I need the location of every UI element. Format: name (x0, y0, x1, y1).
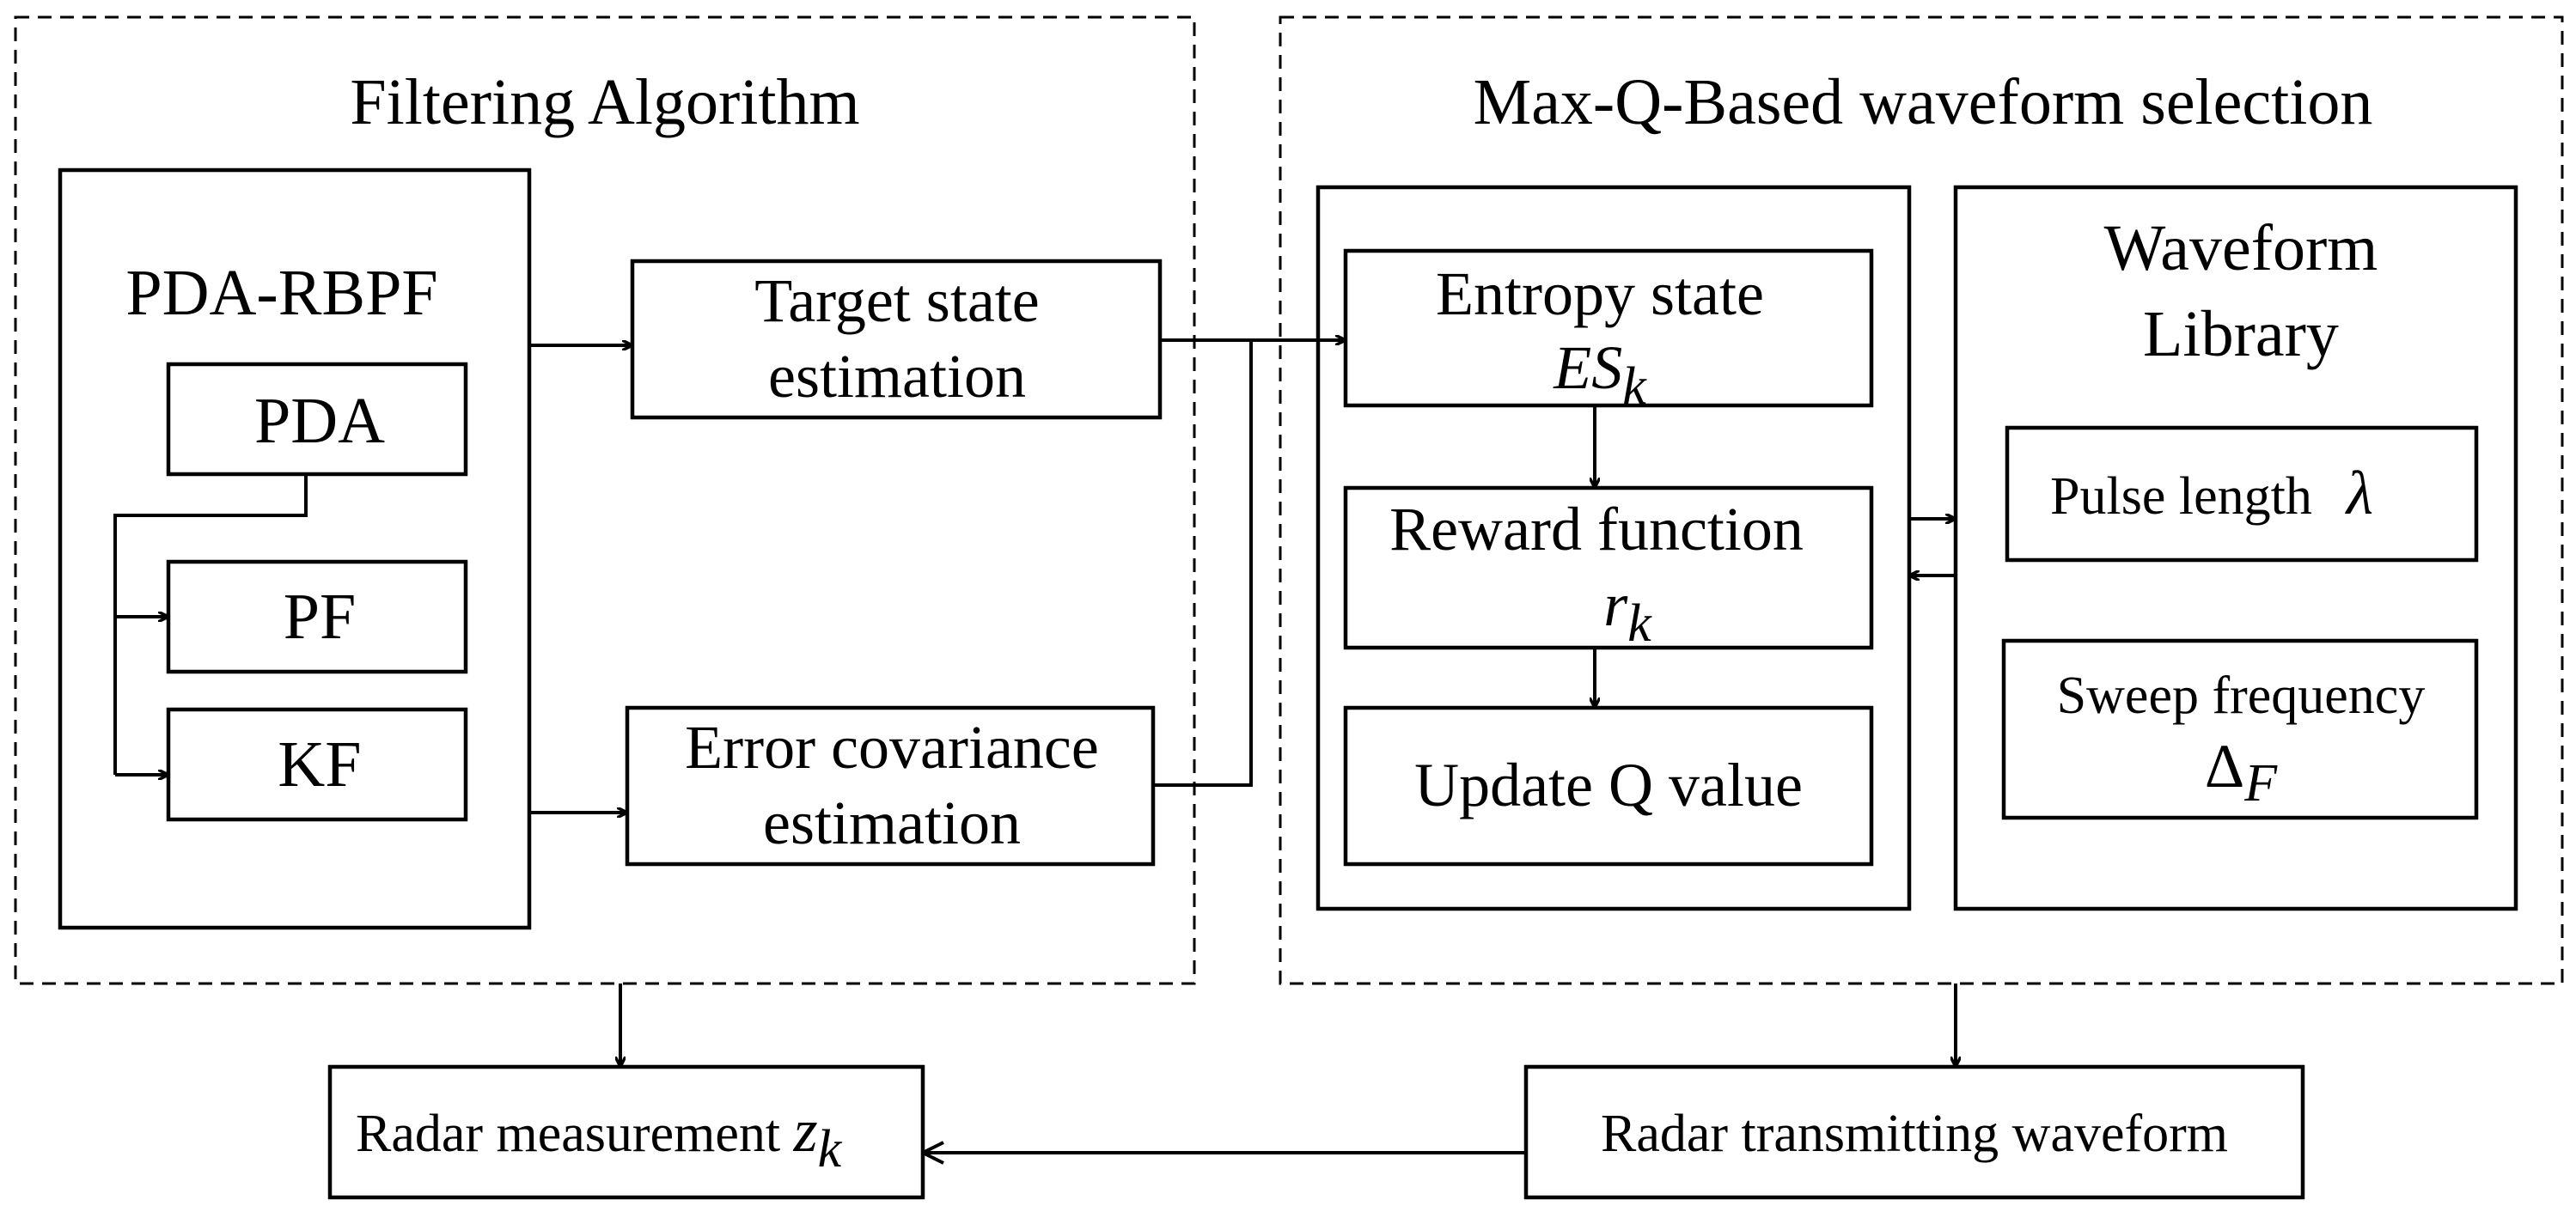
selection-panel (1279, 15, 2564, 985)
radar-transmit-label: Radar transmitting waveform (1601, 1105, 2228, 1163)
sweep-frequency-label: Sweep frequency (2057, 667, 2426, 725)
radar-measurement-label: Radar measurement zk (356, 1096, 843, 1179)
radar-measurement-box (327, 1064, 925, 1200)
radar-transmit-box (1523, 1064, 2305, 1200)
pulse-length-box (2005, 425, 2479, 563)
reward-function-label: Reward function (1389, 495, 1804, 563)
update-q-box (1343, 705, 1874, 867)
pda-label: PDA (254, 385, 385, 457)
sweep-frequency-symbol: ΔF (2205, 732, 2278, 813)
selection-panel-title: Max-Q-Based waveform selection (1474, 66, 2373, 138)
pda-box (166, 362, 468, 477)
error-covariance-line2: estimation (763, 789, 1021, 857)
pf-label: PF (284, 581, 357, 653)
sweep-frequency-box (2001, 638, 2479, 820)
pda-branch-connector (113, 474, 308, 775)
error-to-entropy-line (1153, 340, 1253, 787)
update-q-label: Update Q value (1414, 751, 1803, 819)
pda-rbpf-label: PDA-RBPF (125, 257, 437, 329)
error-covariance-line1: Error covariance (685, 713, 1099, 782)
q-learning-box (1315, 185, 1912, 911)
filtering-panel-title: Filtering Algorithm (350, 66, 859, 138)
waveform-library-title-2: Library (2143, 298, 2339, 370)
reward-function-box (1343, 485, 1874, 650)
pda-rbpf-box (58, 167, 532, 930)
entropy-state-box (1343, 248, 1874, 408)
waveform-library-box (1953, 185, 2518, 911)
kf-box (166, 707, 468, 822)
target-state-line2: estimation (768, 342, 1026, 411)
filtering-panel (14, 15, 1196, 985)
kf-label: KF (278, 728, 361, 801)
entropy-state-label: Entropy state (1436, 259, 1764, 328)
target-state-line1: Target state (754, 266, 1040, 335)
reward-function-symbol: rk (1603, 570, 1652, 653)
entropy-state-symbol: ESk (1553, 333, 1647, 416)
waveform-library-title-1: Waveform (2104, 212, 2378, 284)
